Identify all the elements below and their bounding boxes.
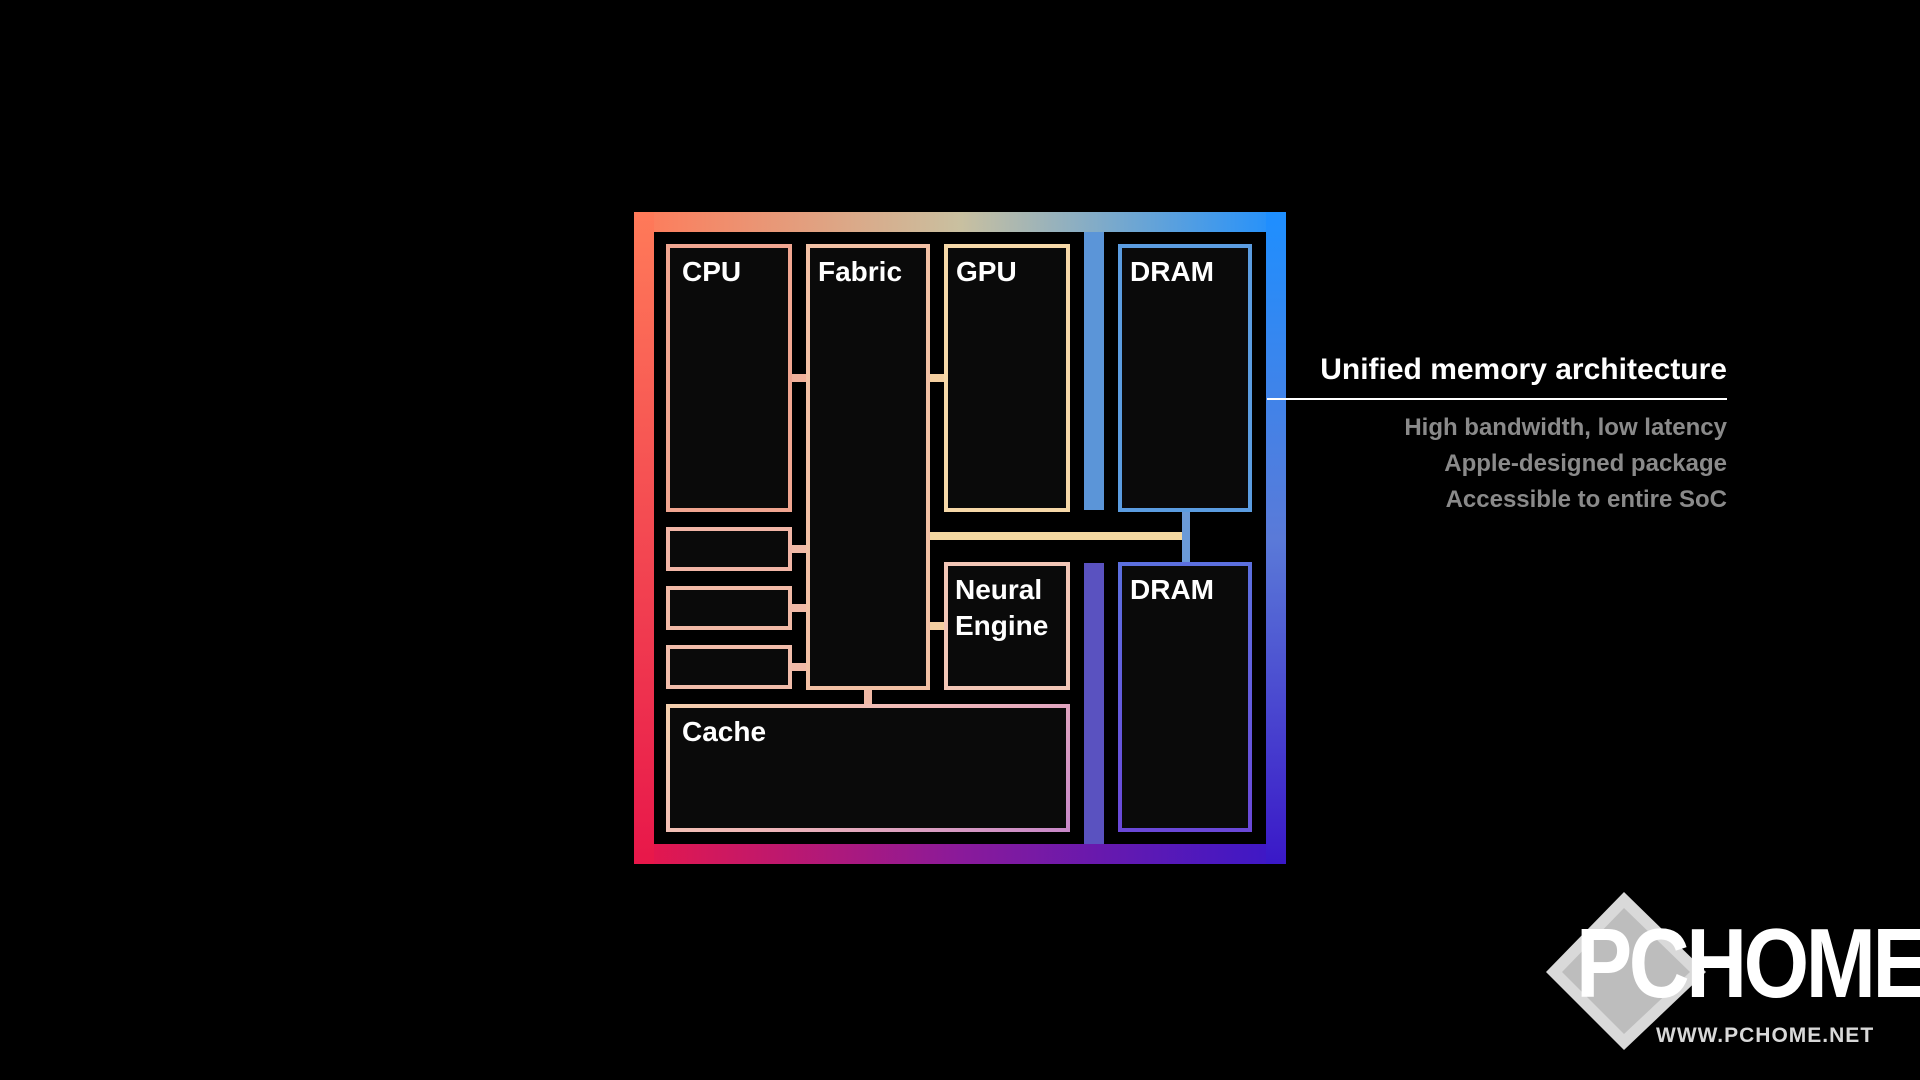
- neural-engine-block: [944, 562, 1070, 690]
- gpu-block: [944, 244, 1070, 512]
- gpu-label: GPU: [956, 256, 1017, 287]
- caption-line: Apple-designed package: [1444, 450, 1727, 477]
- neural-engine-label: Neural Engine: [955, 574, 1049, 641]
- dram-bottom-label: DRAM: [1130, 574, 1214, 605]
- dram-top-label: DRAM: [1130, 256, 1214, 287]
- dram-bottom-block: [1118, 562, 1252, 832]
- caption-line: High bandwidth, low latency: [1404, 414, 1727, 441]
- dram-top-block: [1118, 244, 1252, 512]
- caption-title: Unified memory architecture: [1267, 350, 1727, 400]
- interconnects: [790, 374, 1190, 706]
- watermark-logo: [1546, 892, 1706, 1050]
- cpu-block: [666, 244, 792, 512]
- fabric-block: [806, 244, 930, 690]
- cpu-core-block: [666, 527, 792, 571]
- watermark-logo-text: PCHOME: [1576, 908, 1920, 1018]
- cpu-core-block: [666, 645, 792, 689]
- caption-line: Accessible to entire SoC: [1445, 486, 1727, 513]
- cpu-label: CPU: [682, 256, 742, 287]
- cache-block: [666, 704, 1070, 832]
- package-outline: [634, 212, 1286, 864]
- caption: Unified memory architecture High bandwid…: [1267, 350, 1727, 518]
- watermark: PCHOME WWW.PCHOME.NET: [1540, 890, 1920, 1060]
- fabric-label: Fabric: [818, 256, 903, 287]
- watermark-url: WWW.PCHOME.NET: [1656, 1024, 1875, 1047]
- cache-label: Cache: [682, 716, 767, 747]
- cpu-core-block: [666, 586, 792, 630]
